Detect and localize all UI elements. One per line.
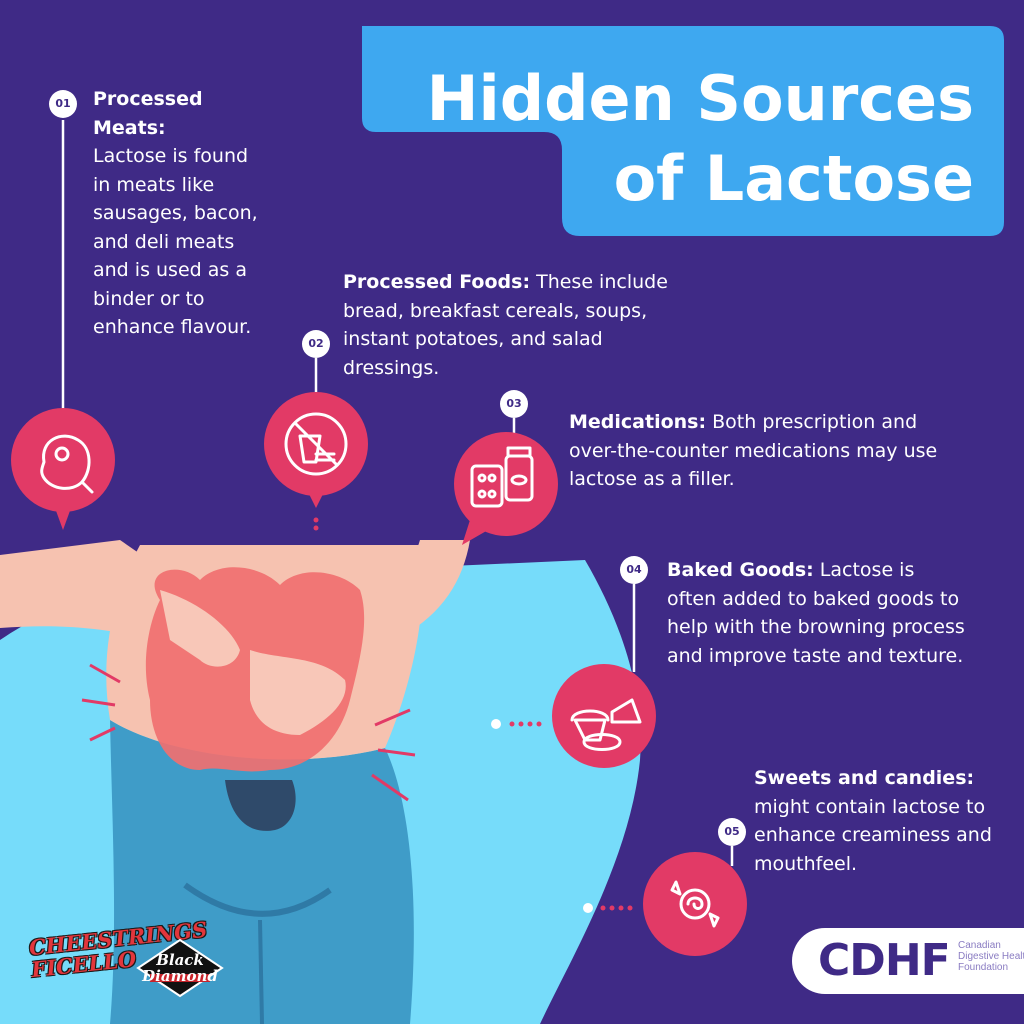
left-hand — [160, 590, 240, 667]
connector-dots — [313, 517, 633, 911]
item-04-text: Baked Goods: Lactose is often added to b… — [667, 556, 967, 670]
number-badge-05: 05 — [718, 818, 746, 846]
black-diamond-logo: Black Diamond — [136, 938, 224, 998]
icon-circle-04 — [552, 664, 656, 768]
number-badge-01: 01 — [49, 90, 77, 118]
item-03-body: Both prescription and over-the-counter m… — [569, 411, 938, 490]
icon-circle-01 — [11, 408, 115, 530]
rectum — [225, 780, 296, 831]
number-badge-02: 02 — [302, 330, 330, 358]
no-fast-food-icon — [284, 412, 348, 476]
pain-lines — [81, 663, 416, 802]
item-04-body: Lactose is often added to baked goods to… — [667, 559, 965, 667]
item-01-text: Processed Meats: Lactose is found in mea… — [93, 85, 265, 342]
candy-icon — [670, 880, 720, 928]
item-05-text: Sweets and candies: might contain lactos… — [754, 764, 994, 878]
meat-steak-icon — [40, 434, 94, 494]
number-badge-04: 04 — [620, 556, 648, 584]
pills-bottle-icon — [470, 446, 534, 508]
cdhf-name: Canadian Digestive Health Foundation — [958, 940, 1024, 973]
title-box: Hidden Sources of Lactose — [362, 26, 1004, 236]
item-01-body: Lactose is found in meats like sausages,… — [93, 145, 258, 338]
item-01-heading: Processed Meats: — [93, 88, 203, 139]
number-badge-03: 03 — [500, 390, 528, 418]
item-03-heading: Medications: — [569, 411, 707, 433]
item-02-body: These include bread, breakfast cereals, … — [343, 271, 668, 379]
baked-goods-icon — [570, 698, 642, 751]
title-box — [362, 26, 1004, 236]
right-hand — [250, 650, 346, 735]
item-02-text: Processed Foods: These include bread, br… — [343, 268, 693, 382]
cdhf-mark: CDHF — [818, 935, 951, 986]
item-02-heading: Processed Foods: — [343, 271, 531, 293]
cheestrings-logo: CHEESTRINGS FICELLO — [27, 916, 209, 983]
item-04-heading: Baked Goods: — [667, 559, 814, 581]
icon-circle-02 — [264, 392, 368, 508]
black-diamond-text: Black Diamond — [142, 951, 218, 985]
item-05-body: might contain lactose to enhance creamin… — [754, 795, 992, 875]
title-line-1: Hidden Sources — [426, 62, 974, 135]
black-diamond-shape — [136, 938, 224, 998]
cdhf-logo: CDHF Canadian Digestive Health Foundatio… — [792, 928, 1024, 994]
title-line-2: of Lactose — [613, 142, 974, 215]
item-05-heading: Sweets and candies: — [754, 767, 975, 789]
item-03-text: Medications: Both prescription and over-… — [569, 408, 939, 494]
